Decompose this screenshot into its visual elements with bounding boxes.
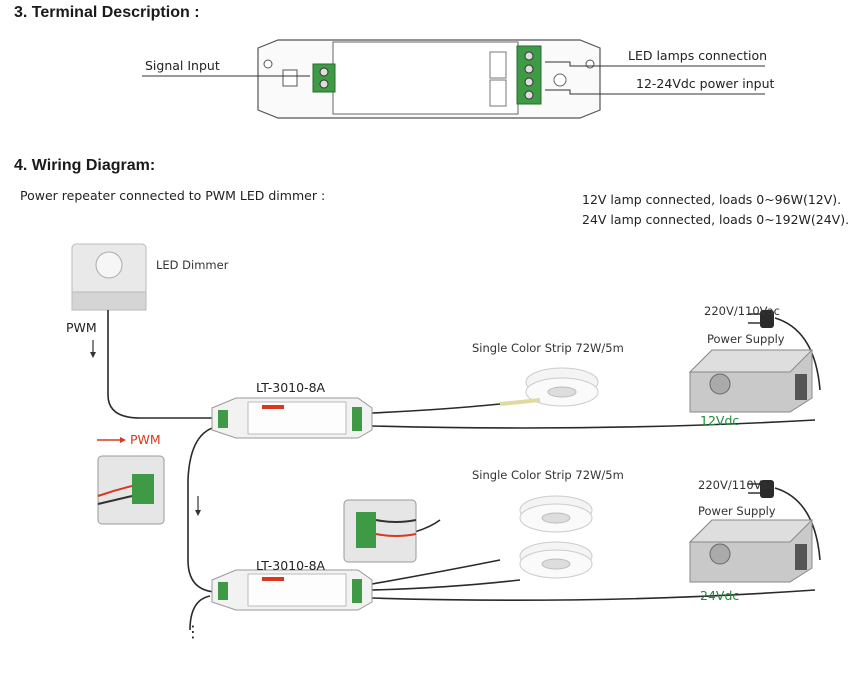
power-input-label: 12-24Vdc power input bbox=[636, 76, 775, 91]
unit-2-strip-label: Single Color Strip 72W/5m bbox=[472, 468, 624, 482]
led-dimmer-label: LED Dimmer bbox=[156, 258, 229, 272]
pwm-label: PWM bbox=[66, 320, 97, 335]
unit-1-model-label: LT-3010-8A bbox=[256, 380, 326, 395]
mains-plug-1-drawing bbox=[748, 310, 774, 328]
repeater-unit-2-drawing bbox=[211, 569, 373, 611]
unit-1-voltage-label: 12Vdc bbox=[700, 413, 740, 428]
section-3-heading: 3. Terminal Description : bbox=[14, 4, 200, 21]
pwm-detail-label: PWM bbox=[130, 432, 161, 447]
power-supply-2-drawing bbox=[688, 519, 814, 583]
load-note-24v: 24V lamp connected, loads 0~192W(24V). bbox=[582, 212, 850, 227]
unit-2-mains-label: 220V/110Vac bbox=[698, 478, 774, 492]
load-note-12v: 12V lamp connected, loads 0~96W(12V). bbox=[582, 192, 842, 207]
section-4-heading: 4. Wiring Diagram: bbox=[14, 157, 156, 174]
signal-input-label: Signal Input bbox=[145, 58, 220, 73]
unit-2-voltage-label: 24Vdc bbox=[700, 588, 740, 603]
unit-1-psu-label: Power Supply bbox=[707, 332, 785, 346]
unit-2-psu-label: Power Supply bbox=[698, 504, 776, 518]
power-supply-1-drawing bbox=[688, 349, 814, 413]
terminal-device-drawing bbox=[142, 39, 765, 119]
unit-1-mains-label: 220V/110Vac bbox=[704, 304, 780, 318]
led-dimmer-drawing bbox=[71, 243, 147, 311]
output-terminal-detail-drawing bbox=[343, 499, 417, 563]
mains-plug-2-drawing bbox=[748, 480, 774, 498]
wiring-subtitle: Power repeater connected to PWM LED dimm… bbox=[20, 188, 326, 203]
led-strip-reel-1-drawing bbox=[499, 367, 599, 407]
pwm-terminal-detail-drawing bbox=[97, 455, 165, 525]
led-lamps-connection-label: LED lamps connection bbox=[628, 48, 768, 63]
unit-2-model-label: LT-3010-8A bbox=[256, 558, 326, 573]
repeater-unit-1-drawing bbox=[211, 397, 373, 439]
continuation-dots: ⋮ bbox=[185, 622, 201, 641]
unit-1-strip-label: Single Color Strip 72W/5m bbox=[472, 341, 624, 355]
led-strip-reel-2-drawing bbox=[519, 495, 593, 579]
